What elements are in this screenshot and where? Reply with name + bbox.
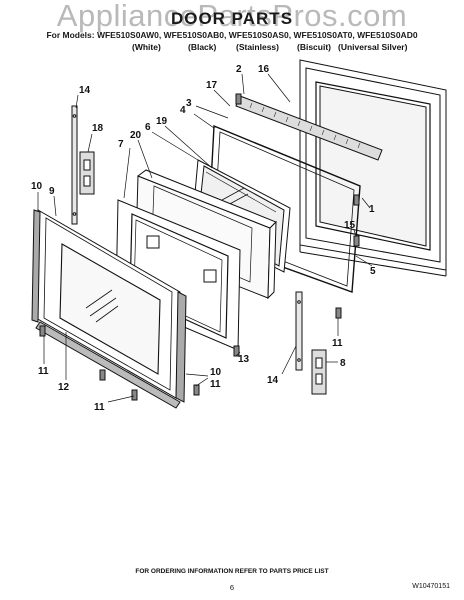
color-label: (Black) [188,42,217,52]
callout-17: 17 [206,80,218,91]
callout-18: 18 [92,123,104,134]
outer-glass-door [35,209,181,399]
callout-9: 9 [49,186,55,197]
callout-14: 14 [267,375,279,386]
hinge-left [71,105,78,225]
screws [39,93,360,401]
callout-12: 12 [58,382,70,393]
ordering-note: FOR ORDERING INFORMATION REFER TO PARTS … [135,568,329,575]
color-label: (Stainless) [236,42,279,52]
callout-10: 10 [31,181,43,192]
callout-14: 14 [79,85,91,96]
leader-lines [37,73,373,403]
callout-11: 11 [38,366,49,377]
hinge-receiver-left [79,151,95,195]
watermark: AppliancePartsPros.com [56,0,408,33]
callout-11: 11 [94,402,105,413]
document-number: W10470151 [412,583,450,590]
bottom-trim [35,321,181,409]
callout-19: 19 [156,116,168,127]
color-label: (White) [132,42,161,52]
page-title: DOOR PARTS [170,9,294,28]
callout-7: 7 [118,139,124,150]
callout-10: 10 [210,367,222,378]
callout-11: 11 [332,338,343,349]
hinge-receiver-right [311,349,327,395]
hinge-right [295,291,303,371]
callout-3: 3 [186,98,192,109]
callout-16: 16 [258,64,270,75]
side-trim [31,209,187,403]
color-label: (Universal Silver) [338,42,408,52]
callout-1: 1 [369,204,375,215]
page-number: 6 [229,583,235,592]
callout-8: 8 [340,358,346,369]
callout-2: 2 [236,64,242,75]
color-label: (Biscuit) [297,42,331,52]
callout-15: 15 [344,220,356,231]
callout-6: 6 [145,122,151,133]
outer-door-panel [299,59,447,277]
callout-4: 4 [180,105,186,116]
callout-11: 11 [210,379,221,390]
callout-5: 5 [370,266,376,277]
callout-20: 20 [130,130,142,141]
callout-13: 13 [238,354,250,365]
model-list: For Models: WFE510S0AW0, WFE510S0AB0, WF… [46,30,418,40]
